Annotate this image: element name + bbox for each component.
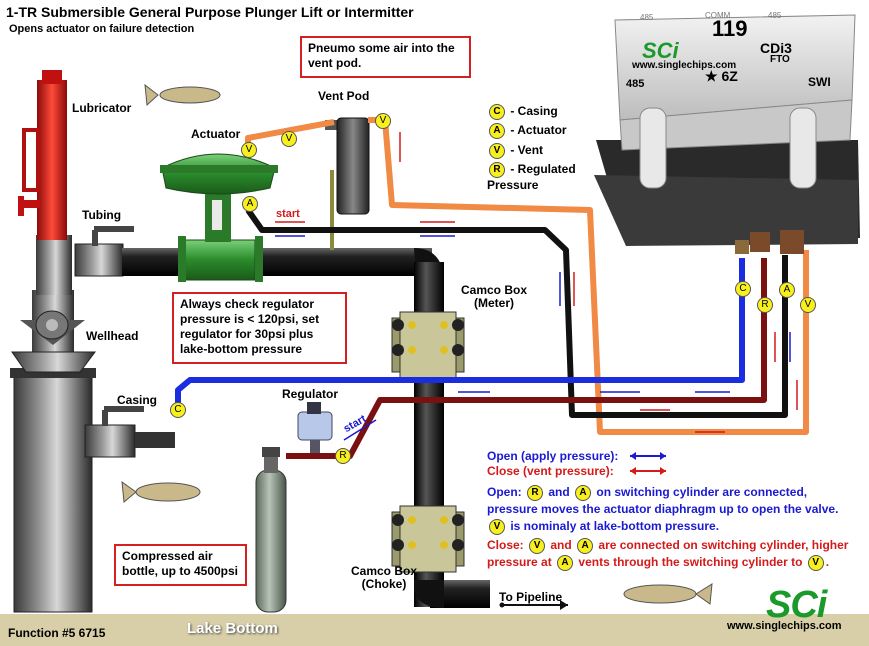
open-text1: on switching cylinder are connected, <box>596 485 808 499</box>
controller-port-right: 485 <box>768 11 782 20</box>
legend-text: - Casing <box>510 104 558 119</box>
badge-vent-actuator: V <box>281 131 297 147</box>
close-text1: are connected on switching cylinder, hig… <box>598 538 849 552</box>
legend-item-regulated: R - Regulated Pressure <box>487 162 582 192</box>
label-start-actuator: start <box>276 208 300 220</box>
legend-arrows <box>499 452 666 610</box>
controller-number: 119 <box>712 16 748 41</box>
badge-controller-a: A <box>779 282 795 298</box>
legend-item-casing: C - Casing <box>487 104 558 120</box>
explanation-close-line1: Close: V and A are connected on switchin… <box>487 537 848 554</box>
badge-inline-r: R <box>527 484 544 501</box>
close-and: and <box>550 538 572 552</box>
camco-box-meter-graphic <box>391 311 465 379</box>
legend-badge: A <box>489 123 505 139</box>
legend-text: - Actuator <box>510 123 567 138</box>
explanation-open-line3: V is nominaly at lake-bottom pressure. <box>487 518 838 535</box>
open-and: and <box>548 485 570 499</box>
label-wellhead: Wellhead <box>86 329 139 343</box>
controller-brand: SCi <box>642 38 679 63</box>
wellhead-assembly <box>10 70 96 613</box>
badge-actuator: A <box>242 196 258 212</box>
lake-bottom-ground <box>0 614 869 646</box>
explanation-open-line1: Open: R and A on switching cylinder are … <box>487 484 838 501</box>
legend-item-actuator: A - Actuator <box>487 123 567 139</box>
legend-item-vent: V - Vent <box>487 143 543 159</box>
badge-casing: C <box>170 402 186 418</box>
legend-badge: R <box>489 162 505 178</box>
air-bottle <box>255 447 287 613</box>
controller-port-left: 485 <box>640 13 654 22</box>
badge-inline-a: A <box>557 554 574 571</box>
badge-port-top: V <box>241 142 257 158</box>
label-tubing: Tubing <box>82 208 122 222</box>
vent-pod <box>325 117 370 250</box>
page-title: 1-TR Submersible General Purpose Plunger… <box>6 4 414 20</box>
controller-star-6z: ★ 6Z <box>705 68 738 84</box>
open-text3: is nominaly at lake-bottom pressure. <box>510 519 720 533</box>
controller-unit <box>594 14 860 254</box>
explanation-open: Open: R and A on switching cylinder are … <box>487 484 838 535</box>
controller-model-sub: FTO <box>770 54 790 65</box>
close-text2a: pressure at <box>487 555 552 569</box>
note-air-bottle: Compressed air bottle, up to 4500psi <box>114 544 247 586</box>
camco-box-choke-graphic <box>391 505 465 573</box>
open-head: Open: <box>487 485 522 499</box>
close-head: Close: <box>487 538 524 552</box>
casing-valve <box>84 406 175 458</box>
legend-badge: V <box>489 143 505 159</box>
note-pneumo: Pneumo some air into the vent pod. <box>300 36 471 78</box>
function-label: Function #5 6715 <box>8 626 106 640</box>
badge-controller-c: C <box>735 281 751 297</box>
actuator-assembly <box>160 153 278 282</box>
tubing-pipe <box>122 248 432 276</box>
legend-text: - Regulated Pressure <box>487 162 576 192</box>
legend-close: Close (vent pressure): <box>487 464 614 478</box>
page-subtitle: Opens actuator on failure detection <box>9 23 195 35</box>
controller-port-485: 485 <box>626 78 645 90</box>
legend-badge: C <box>489 104 505 120</box>
close-text2b: vents through the switching cylinder to <box>578 555 803 569</box>
tubing-valve <box>74 226 134 277</box>
legend-text: - Vent <box>510 143 544 158</box>
badge-inline-a: A <box>575 484 592 501</box>
badge-inline-a: A <box>577 537 594 554</box>
badge-regulator: R <box>335 448 351 464</box>
label-vent-pod: Vent Pod <box>318 89 370 103</box>
label-camco-choke: Camco Box (Choke) <box>350 564 418 591</box>
note-regulator-check: Always check regulator pressure is < 120… <box>172 292 347 364</box>
label-lubricator: Lubricator <box>72 101 132 115</box>
label-casing: Casing <box>117 393 158 407</box>
label-camco-meter: Camco Box (Meter) <box>460 283 528 310</box>
fish-graphics <box>121 83 713 605</box>
sci-logo: SCi <box>766 584 827 626</box>
label-to-pipeline: To Pipeline <box>499 590 563 604</box>
legend-open: Open (apply pressure): <box>487 449 619 463</box>
close-text2c: . <box>825 555 830 569</box>
flow-arrows <box>275 132 798 441</box>
badge-inline-v: V <box>807 554 824 571</box>
controller-model: CDi3 <box>760 40 792 56</box>
controller-swi: SWI <box>808 75 831 89</box>
explanation-open-line2: pressure moves the actuator diaphragm up… <box>487 502 839 516</box>
explanation-close: Close: V and A are connected on switchin… <box>487 537 848 571</box>
label-actuator: Actuator <box>191 127 241 141</box>
badge-inline-v: V <box>529 537 546 554</box>
controller-url: www.singlechips.com <box>632 60 737 71</box>
explanation-close-line2: pressure at A vents through the switchin… <box>487 554 848 571</box>
badge-inline-v: V <box>489 518 505 535</box>
badge-controller-r: R <box>757 297 773 313</box>
lake-bottom-label: Lake Bottom <box>187 620 278 637</box>
regulator-graphic <box>297 402 333 454</box>
controller-port-comm: COMM <box>705 11 731 20</box>
website-link[interactable]: www.singlechips.com <box>727 620 842 632</box>
badge-vent-pod: V <box>375 113 391 129</box>
label-regulator: Regulator <box>282 387 339 401</box>
badge-controller-v: V <box>800 297 816 313</box>
